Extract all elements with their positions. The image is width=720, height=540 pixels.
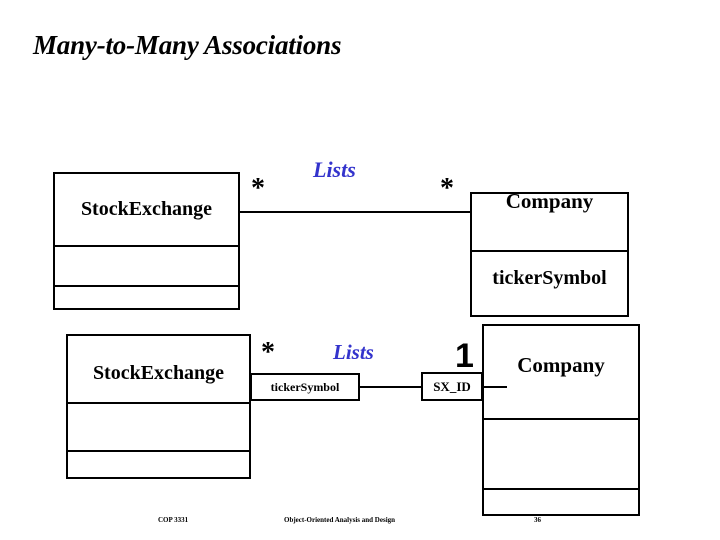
uml-divider: [68, 402, 249, 404]
uml-class-company-bottom: [482, 324, 640, 516]
association-line-bottom-right: [483, 386, 507, 388]
association-label-bottom: Lists: [333, 340, 374, 364]
uml-class-company-top: [470, 192, 629, 317]
footer-subject: Object-Oriented Analysis and Design: [284, 516, 396, 524]
multiplicity-right-top: *: [440, 173, 454, 204]
page-title: Many-to-Many Associations: [33, 30, 342, 60]
uml-divider: [68, 450, 249, 452]
multiplicity-left-bottom: *: [261, 337, 275, 368]
multiplicity-right-bottom: 1: [455, 337, 474, 375]
uml-divider: [484, 418, 638, 420]
uml-class-name-stockexchange-bottom: StockExchange: [92, 362, 225, 384]
key-box-sx-id: SX_ID: [421, 372, 483, 401]
uml-divider: [55, 285, 238, 287]
uml-divider: [472, 250, 627, 252]
uml-class-name-company-bottom: Company: [517, 353, 605, 377]
footer-course: COP 3331: [158, 516, 189, 524]
uml-class-name-stockexchange-top: StockExchange: [80, 198, 213, 220]
uml-class-stockexchange-bottom: [66, 334, 251, 479]
association-line-bottom-middle: [360, 386, 421, 388]
uml-class-attribute-tickersymbol-top: tickerSymbol: [492, 267, 607, 289]
uml-class-stockexchange-top: [53, 172, 240, 310]
footer-page-number: 36: [534, 516, 541, 524]
key-box-tickersymbol: tickerSymbol: [250, 373, 360, 401]
association-line-top: [240, 211, 471, 213]
uml-class-name-company-top: Company: [505, 189, 594, 213]
uml-divider: [55, 245, 238, 247]
uml-divider: [484, 488, 638, 490]
multiplicity-left-top: *: [251, 173, 265, 204]
association-label-top: Lists: [313, 157, 356, 182]
